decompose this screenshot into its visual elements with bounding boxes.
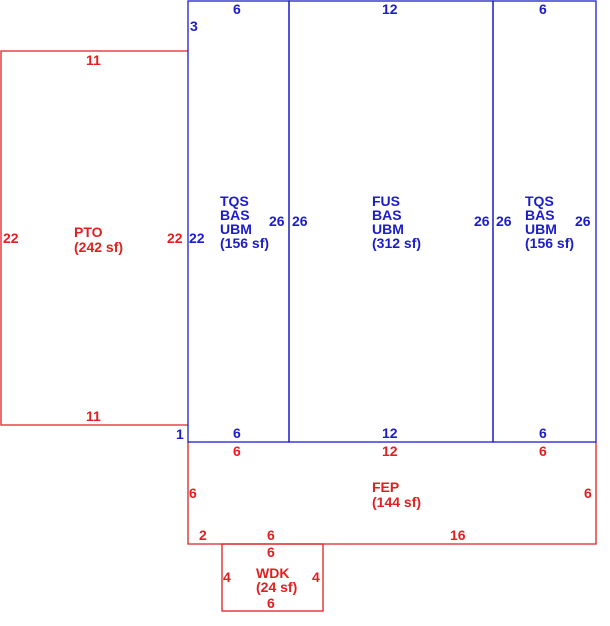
tqs-left-dim-corner-top: 3 [190,18,198,34]
fus-dim-right: 26 [474,213,490,229]
wdk-outline [221,543,324,612]
fep-dim-top-right: 6 [539,443,547,459]
tqs-right-outline [492,0,597,443]
tqs-left-dim-bottom: 6 [233,425,241,441]
wdk-dim-top: 6 [267,544,275,560]
tqs-left-code-label: TQS [220,193,249,209]
tqs-left-dim-right: 26 [269,213,285,229]
fus-code-label: FUS [372,193,400,209]
tqs-left-dim-top: 6 [233,1,241,17]
fep-dim-left: 6 [189,485,197,501]
tqs-right-dim-left: 26 [496,213,512,229]
wdk-area-label: (24 sf) [256,579,297,595]
tqs-left-area[interactable]: TQS BAS UBM (156 sf) 6 6 22 26 3 1 [176,0,290,443]
tqs-left-area-label: (156 sf) [220,235,269,251]
pto-area[interactable]: PTO (242 sf) 11 11 22 22 [0,50,188,426]
tqs-right-ubm-label: UBM [525,221,557,237]
fus-dim-left: 26 [292,213,308,229]
fep-code-label: FEP [372,479,399,495]
tqs-right-code-label: TQS [525,193,554,209]
fus-ubm-label: UBM [372,221,404,237]
pto-dim-right: 22 [167,230,183,246]
tqs-right-area[interactable]: TQS BAS UBM (156 sf) 6 6 26 26 [492,0,597,443]
pto-dim-bottom: 11 [86,408,101,424]
pto-code-label: PTO [74,224,103,240]
fep-area[interactable]: FEP (144 sf) 6 12 6 6 6 2 6 16 [187,442,597,545]
fus-dim-top: 12 [382,1,398,17]
fep-dim-top-mid: 12 [382,443,398,459]
tqs-left-dim-left: 22 [189,230,205,246]
wdk-dim-right: 4 [312,569,320,585]
pto-dim-left: 22 [3,230,19,246]
tqs-right-area-label: (156 sf) [525,235,574,251]
pto-outline [0,50,188,426]
fus-bas-label: BAS [372,207,402,223]
fep-dim-bottom-b: 6 [267,527,275,543]
tqs-right-dim-bottom: 6 [539,425,547,441]
fep-outline [187,442,597,545]
wdk-code-label: WDK [256,565,289,581]
fep-dim-bottom-c: 16 [450,527,466,543]
pto-dim-top: 11 [86,52,101,68]
fus-dim-bottom: 12 [382,425,398,441]
tqs-left-ubm-label: UBM [220,221,252,237]
tqs-right-dim-right: 26 [575,213,591,229]
wdk-area[interactable]: WDK (24 sf) 6 6 4 4 [221,543,324,612]
tqs-left-bas-label: BAS [220,207,250,223]
fus-area[interactable]: FUS BAS UBM (312 sf) 12 12 26 26 [288,0,494,443]
tqs-right-dim-top: 6 [539,1,547,17]
fep-dim-bottom-a: 2 [199,527,207,543]
wdk-dim-left: 4 [223,569,231,585]
fus-area-label: (312 sf) [372,235,421,251]
tqs-left-dim-corner-bottom: 1 [176,426,184,442]
fep-area-label: (144 sf) [372,494,421,510]
fep-dim-right: 6 [584,485,592,501]
fep-dim-top-left: 6 [233,443,241,459]
tqs-right-bas-label: BAS [525,207,555,223]
pto-area-label: (242 sf) [74,239,123,255]
wdk-dim-bottom: 6 [267,595,275,611]
